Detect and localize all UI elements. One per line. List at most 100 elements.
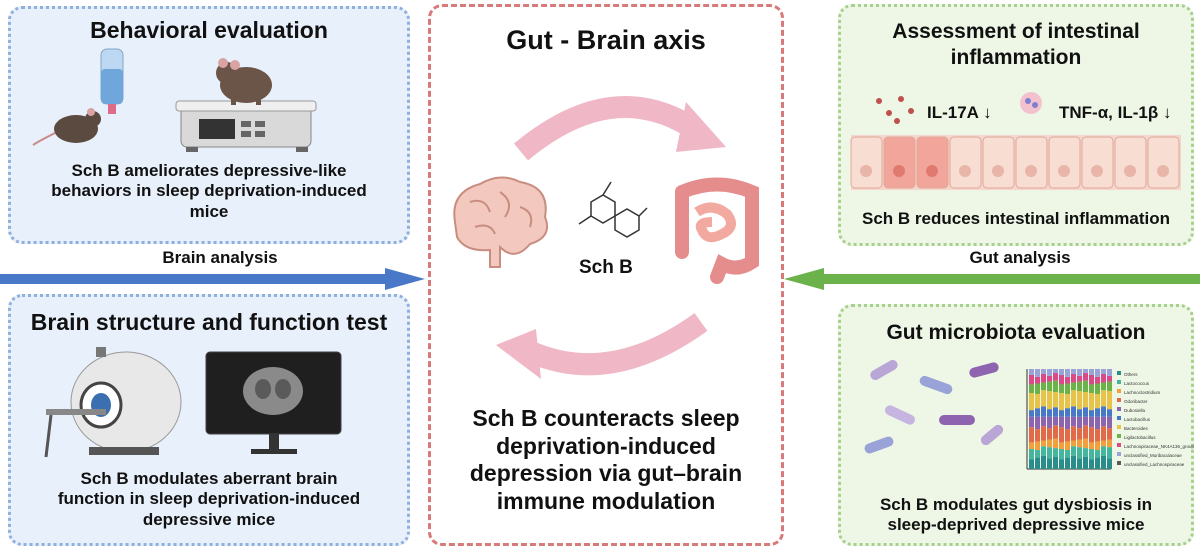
stacked-bar-segment [1041,416,1046,427]
gut-brain-axis-panel: Gut - Brain axis Sch B Sch B counteracts… [428,4,784,546]
stacked-bar-segment [1029,393,1034,411]
stacked-bar-segment [1041,369,1046,374]
legend-swatch [1117,380,1121,384]
stacked-bar-segment [1059,449,1064,460]
stacked-bar-segment [1035,450,1040,458]
legend-swatch [1117,398,1121,402]
stacked-bar-segment [1053,380,1058,393]
stacked-bar-segment [1107,439,1112,448]
mri-scanner-illustration [44,347,342,458]
stacked-bar-segment [1041,446,1046,456]
stacked-bar-segment [1071,426,1076,441]
stacked-bar-segment [1029,369,1034,375]
brain-icon [453,176,549,268]
stacked-bar-segment [1077,381,1082,392]
stacked-bar-segment [1089,374,1094,385]
stacked-bar-segment [1047,369,1052,376]
epithelial-cell [850,136,883,189]
stacked-bar-segment [1095,416,1100,430]
stacked-bar-segment [1095,429,1100,442]
stacked-bar-segment [1077,439,1082,448]
behavioral-evaluation-title: Behavioral evaluation [90,17,328,43]
stacked-bar-segment [1035,429,1040,442]
stacked-bar-segment [1029,374,1034,385]
stacked-bar-segment [1089,410,1094,417]
stacked-bar-segment [1053,438,1058,449]
stacked-bar-segment [1065,416,1070,430]
stacked-bar-segment [1047,439,1052,448]
stacked-bar-segment [1083,380,1088,393]
stacked-bar-segment [1107,428,1112,440]
stacked-bar-segment [1095,369,1100,377]
stacked-bar-segment [1083,416,1088,426]
stacked-bar-segment [1083,448,1088,457]
stacked-bar-segment [1089,369,1094,375]
stacked-bar-segment [1041,440,1046,447]
stacked-bar-segment [1083,425,1088,439]
stacked-bar-segment [1059,416,1064,428]
stacked-bar-segment [1047,447,1052,459]
legend-label: Lactobacillus [1124,417,1151,422]
stacked-bar-segment [1089,416,1094,428]
stacked-bar-segment [1095,457,1100,469]
brain-analysis-label: Brain analysis [162,248,278,267]
stacked-bar-segment [1071,446,1076,456]
stacked-bar-segment [1065,408,1070,417]
cell-nucleus [1157,165,1169,177]
stacked-bar-segment [1077,447,1082,459]
legend-label: Bacteroides [1124,426,1149,431]
cell-nucleus [992,165,1004,177]
epithelial-cell [982,136,1015,189]
stacked-bar-segment [1035,408,1040,417]
legend-label: Odoribacter [1124,399,1148,404]
epithelial-cell [1048,136,1081,189]
stacked-bar-segment [1101,369,1106,374]
legend-label: unclassified_Lachnospiraceae [1124,462,1185,467]
stacked-bar-segment [1077,369,1082,376]
stacked-bar-segment [1047,416,1052,429]
cell-nucleus [893,165,905,177]
behavioral-evaluation-text: Sch B ameliorates depressive-like behavi… [51,161,367,221]
stacked-bar-segment [1107,458,1112,469]
stacked-bar-segment [1053,456,1058,469]
stacked-bar-segment [1083,456,1088,469]
stacked-bar-segment [1083,373,1088,381]
stacked-bar-segment [1071,416,1076,427]
stacked-bar-segment [1065,429,1070,442]
stacked-bar-segment [1065,376,1070,384]
stacked-bar-segment [1041,426,1046,441]
stacked-bar-segment [1035,383,1040,394]
cell-nucleus [926,165,938,177]
stacked-bar-segment [1041,455,1046,469]
stacked-bar-segment [1071,455,1076,469]
stacked-bar-segment [1077,391,1082,410]
stacked-bar-segment [1029,384,1034,393]
stacked-bar-segment [1059,393,1064,411]
stacked-bar-segment [1029,459,1034,469]
intestinal-epithelium-illustration [850,135,1181,190]
cell-nucleus [1124,165,1136,177]
epithelial-cell [916,136,949,189]
cell-nucleus [1058,165,1070,177]
legend-swatch [1117,425,1121,429]
stacked-bar-segment [1107,391,1112,410]
legend-label: Lachnospiraceae_NK4A136_group [1124,444,1195,449]
stacked-bar-segment [1053,373,1058,381]
stacked-bar-segment [1095,376,1100,384]
legend-swatch [1117,407,1121,411]
stacked-bar-segment [1101,446,1106,456]
cell-nucleus [860,165,872,177]
tnf-label: TNF-α, IL-1β ↓ [1059,103,1171,123]
il17a-text: IL-17A [927,103,979,122]
stacked-bar-segment [1101,406,1106,417]
brain-analysis-arrow [0,268,425,290]
stacked-bar-segment [1059,459,1064,469]
cell-nucleus [1091,165,1103,177]
stacked-bar-segment [1095,450,1100,458]
stacked-bar-segment [1083,369,1088,374]
stacked-bar-segment [1047,458,1052,469]
stacked-bar-segment [1071,382,1076,391]
stacked-bar-segment [1083,407,1088,417]
stacked-bar-segment [1059,427,1064,443]
